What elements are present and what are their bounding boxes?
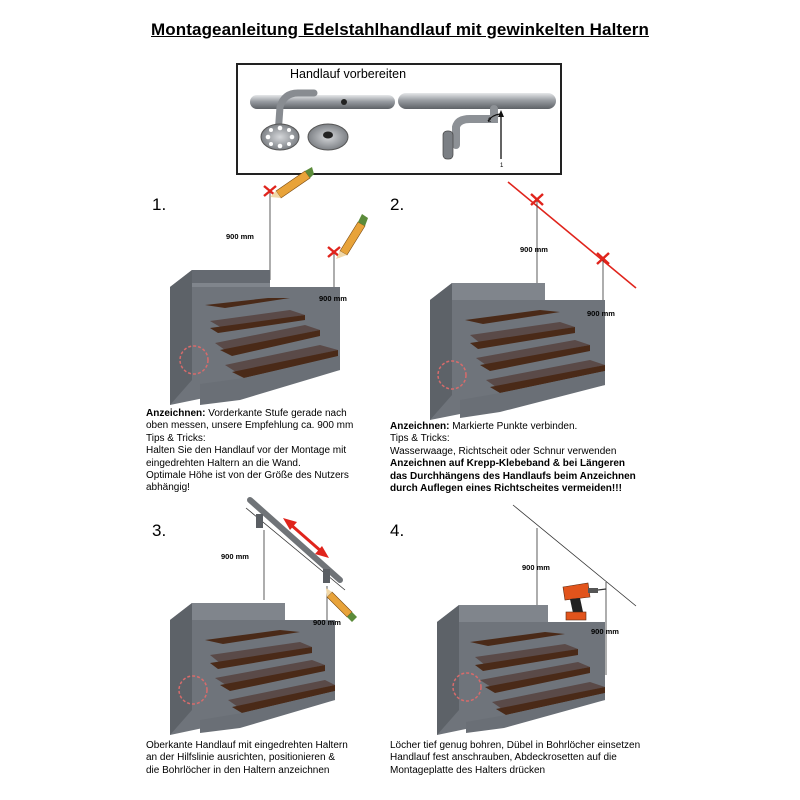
bracket-arm-right	[452, 105, 498, 149]
desc-line: Oberkante Handlauf mit eingedrehten Halt…	[146, 740, 348, 751]
step-2-number: 2.	[390, 195, 405, 214]
step-1-number: 1.	[152, 195, 167, 214]
desc-line: Tips & Tricks:	[390, 433, 450, 445]
step-2-description: Anzeichnen: Markierte Punkte verbinden. …	[390, 421, 636, 495]
guide-line	[512, 504, 637, 607]
staircase	[170, 270, 340, 405]
desc-line: durch Auflegen eines Richtscheites verme…	[390, 483, 622, 495]
step-4-measure-lower: 900 mm	[591, 627, 619, 636]
drill-icon	[562, 582, 607, 621]
cross-mark-icon	[596, 252, 610, 265]
step-1-measure-lower: 900 mm	[319, 294, 347, 303]
step-4-description: Löcher tief genug bohren, Dübel in Bohrl…	[390, 740, 640, 777]
stamp-logo	[178, 675, 208, 705]
desc-line: Halten Sie den Handlauf vor der Montage …	[146, 445, 347, 457]
desc-line: Anzeichnen: Markierte Punkte verbinden.	[390, 421, 578, 432]
desc-line: Anzeichnen auf Krepp-Klebeband & bei Län…	[390, 458, 626, 470]
step-3-description: Oberkante Handlauf mit eingedrehten Halt…	[146, 740, 348, 777]
step-1-measure-upper: 900 mm	[226, 232, 254, 241]
handrail	[247, 497, 343, 583]
desc-line: an der Hilfslinie ausrichten, positionie…	[146, 752, 335, 764]
page-title: Montageanleitung Edelstahlhandlauf mit g…	[151, 20, 649, 39]
step-4-measure-upper: 900 mm	[522, 563, 550, 572]
desc-line: Montageplatte des Halters drücken	[390, 764, 546, 776]
step-3-number: 3.	[152, 521, 167, 540]
desc-line: Wasserwaage, Richtscheit oder Schnur ver…	[390, 445, 617, 457]
step-3-measure-upper: 900 mm	[221, 552, 249, 561]
arrow-label-2: 2	[488, 118, 492, 124]
step-2-measure-upper: 900 mm	[520, 245, 548, 254]
step-2-measure-lower: 900 mm	[587, 309, 615, 318]
prep-illustration: 2 1	[250, 89, 556, 169]
prep-panel: Handlauf vorbereiten 2 1	[236, 63, 562, 175]
stamp-logo	[179, 345, 209, 375]
desc-line: das Durchhängens des Handlaufs beim Anze…	[390, 470, 636, 482]
desc-line: oben messen, unsere Empfehlung ca. 900 m…	[146, 420, 354, 432]
pencil-icon	[270, 167, 314, 199]
stamp-logo	[437, 360, 467, 390]
desc-line: Optimale Höhe ist von der Größe des Nutz…	[146, 470, 349, 482]
desc-line: Tips & Tricks:	[146, 432, 206, 444]
bracket-plate-right	[442, 130, 454, 160]
screw-hole	[341, 99, 347, 105]
step-3-measure-lower: 900 mm	[313, 618, 341, 627]
arrow-label-1: 1	[500, 163, 504, 169]
cross-mark-icon	[530, 193, 544, 206]
desc-line: Löcher tief genug bohren, Dübel in Bohrl…	[390, 740, 641, 751]
bracket-arm	[274, 89, 318, 139]
double-arrow-icon	[283, 518, 329, 558]
desc-line: die Bohrlöcher in den Haltern anzeichnen	[146, 764, 330, 776]
handrail-pipe-right	[398, 93, 556, 109]
pencil-icon	[326, 588, 357, 622]
desc-line: Handlauf fest anschrauben, Abdeckrosette…	[390, 752, 617, 764]
staircase	[437, 605, 605, 735]
desc-line: Anzeichnen: Vorderkante Stufe gerade nac…	[146, 408, 347, 419]
step-4-number: 4.	[390, 521, 405, 540]
staircase	[430, 283, 605, 420]
desc-line: abhängig!	[146, 482, 190, 494]
staircase	[170, 603, 335, 735]
marking-line	[507, 181, 637, 289]
pencil-icon	[336, 214, 368, 259]
step-1-description: Anzeichnen: Vorderkante Stufe gerade nac…	[146, 408, 353, 495]
prep-title: Handlauf vorbereiten	[289, 67, 407, 81]
desc-line: eingedrehten Haltern an die Wand.	[146, 457, 301, 469]
stamp-logo	[452, 672, 482, 702]
